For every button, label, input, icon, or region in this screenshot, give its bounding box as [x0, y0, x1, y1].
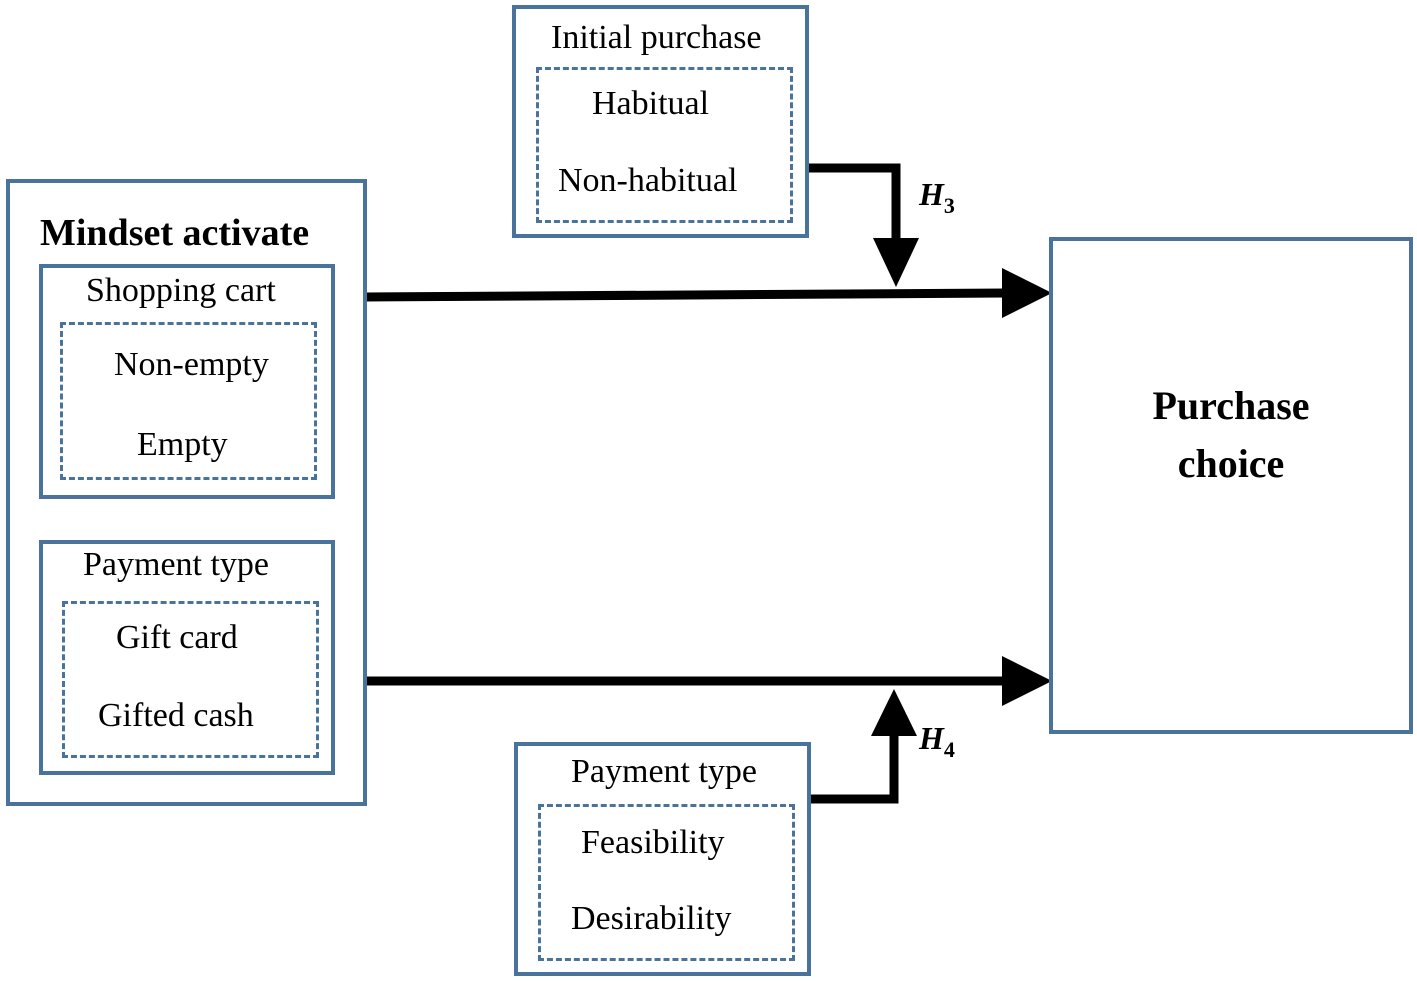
initial-purchase-levels-box — [536, 67, 793, 223]
payment-mindset-label: Payment type — [571, 753, 758, 790]
moderator-arrow-h3-head — [873, 238, 919, 287]
hypothesis-h4-letter: H — [919, 720, 944, 756]
initial-purchase-level-2: Non-habitual — [558, 162, 738, 199]
hypothesis-h3-letter: H — [919, 176, 944, 212]
shopping-cart-levels-box — [60, 322, 317, 480]
initial-purchase-label: Initial purchase — [551, 19, 762, 56]
purchase-choice-line-1: Purchase — [1152, 383, 1310, 428]
hypothesis-h3-subscript: 3 — [943, 193, 955, 218]
main-arrow-upper-line — [365, 288, 1007, 302]
payment-type-level-1: Gift card — [116, 619, 238, 656]
initial-purchase-box — [512, 5, 809, 238]
mindset-title: Mindset activate — [40, 212, 310, 254]
hypothesis-h4-label: H4 — [919, 720, 955, 761]
payment-type-level-2: Gifted cash — [98, 697, 254, 734]
moderator-arrow-h4-head — [871, 689, 917, 736]
payment-type-label: Payment type — [83, 546, 270, 583]
hypothesis-h4-subscript: 4 — [943, 737, 955, 762]
moderator-arrow-h3-line — [808, 163, 901, 240]
shopping-cart-box — [39, 264, 335, 499]
payment-type-box — [39, 540, 335, 775]
shopping-cart-label: Shopping cart — [86, 272, 276, 309]
shopping-cart-level-1: Non-empty — [114, 346, 269, 383]
payment-mindset-levels-box — [538, 804, 795, 961]
main-arrow-lower-head — [1002, 656, 1052, 706]
initial-purchase-level-1: Habitual — [592, 85, 710, 122]
main-arrow-upper-head — [1002, 268, 1052, 318]
hypothesis-h3-label: H3 — [919, 176, 955, 217]
payment-mindset-box — [514, 742, 811, 976]
purchase-choice-line-2: choice — [1177, 441, 1285, 486]
shopping-cart-level-2: Empty — [137, 426, 228, 463]
purchase-choice-box — [1049, 237, 1413, 734]
payment-mindset-level-2: Desirability — [571, 900, 732, 937]
moderator-arrow-h4-line — [810, 733, 899, 804]
payment-type-levels-box — [62, 601, 319, 758]
payment-mindset-level-1: Feasibility — [581, 824, 725, 861]
